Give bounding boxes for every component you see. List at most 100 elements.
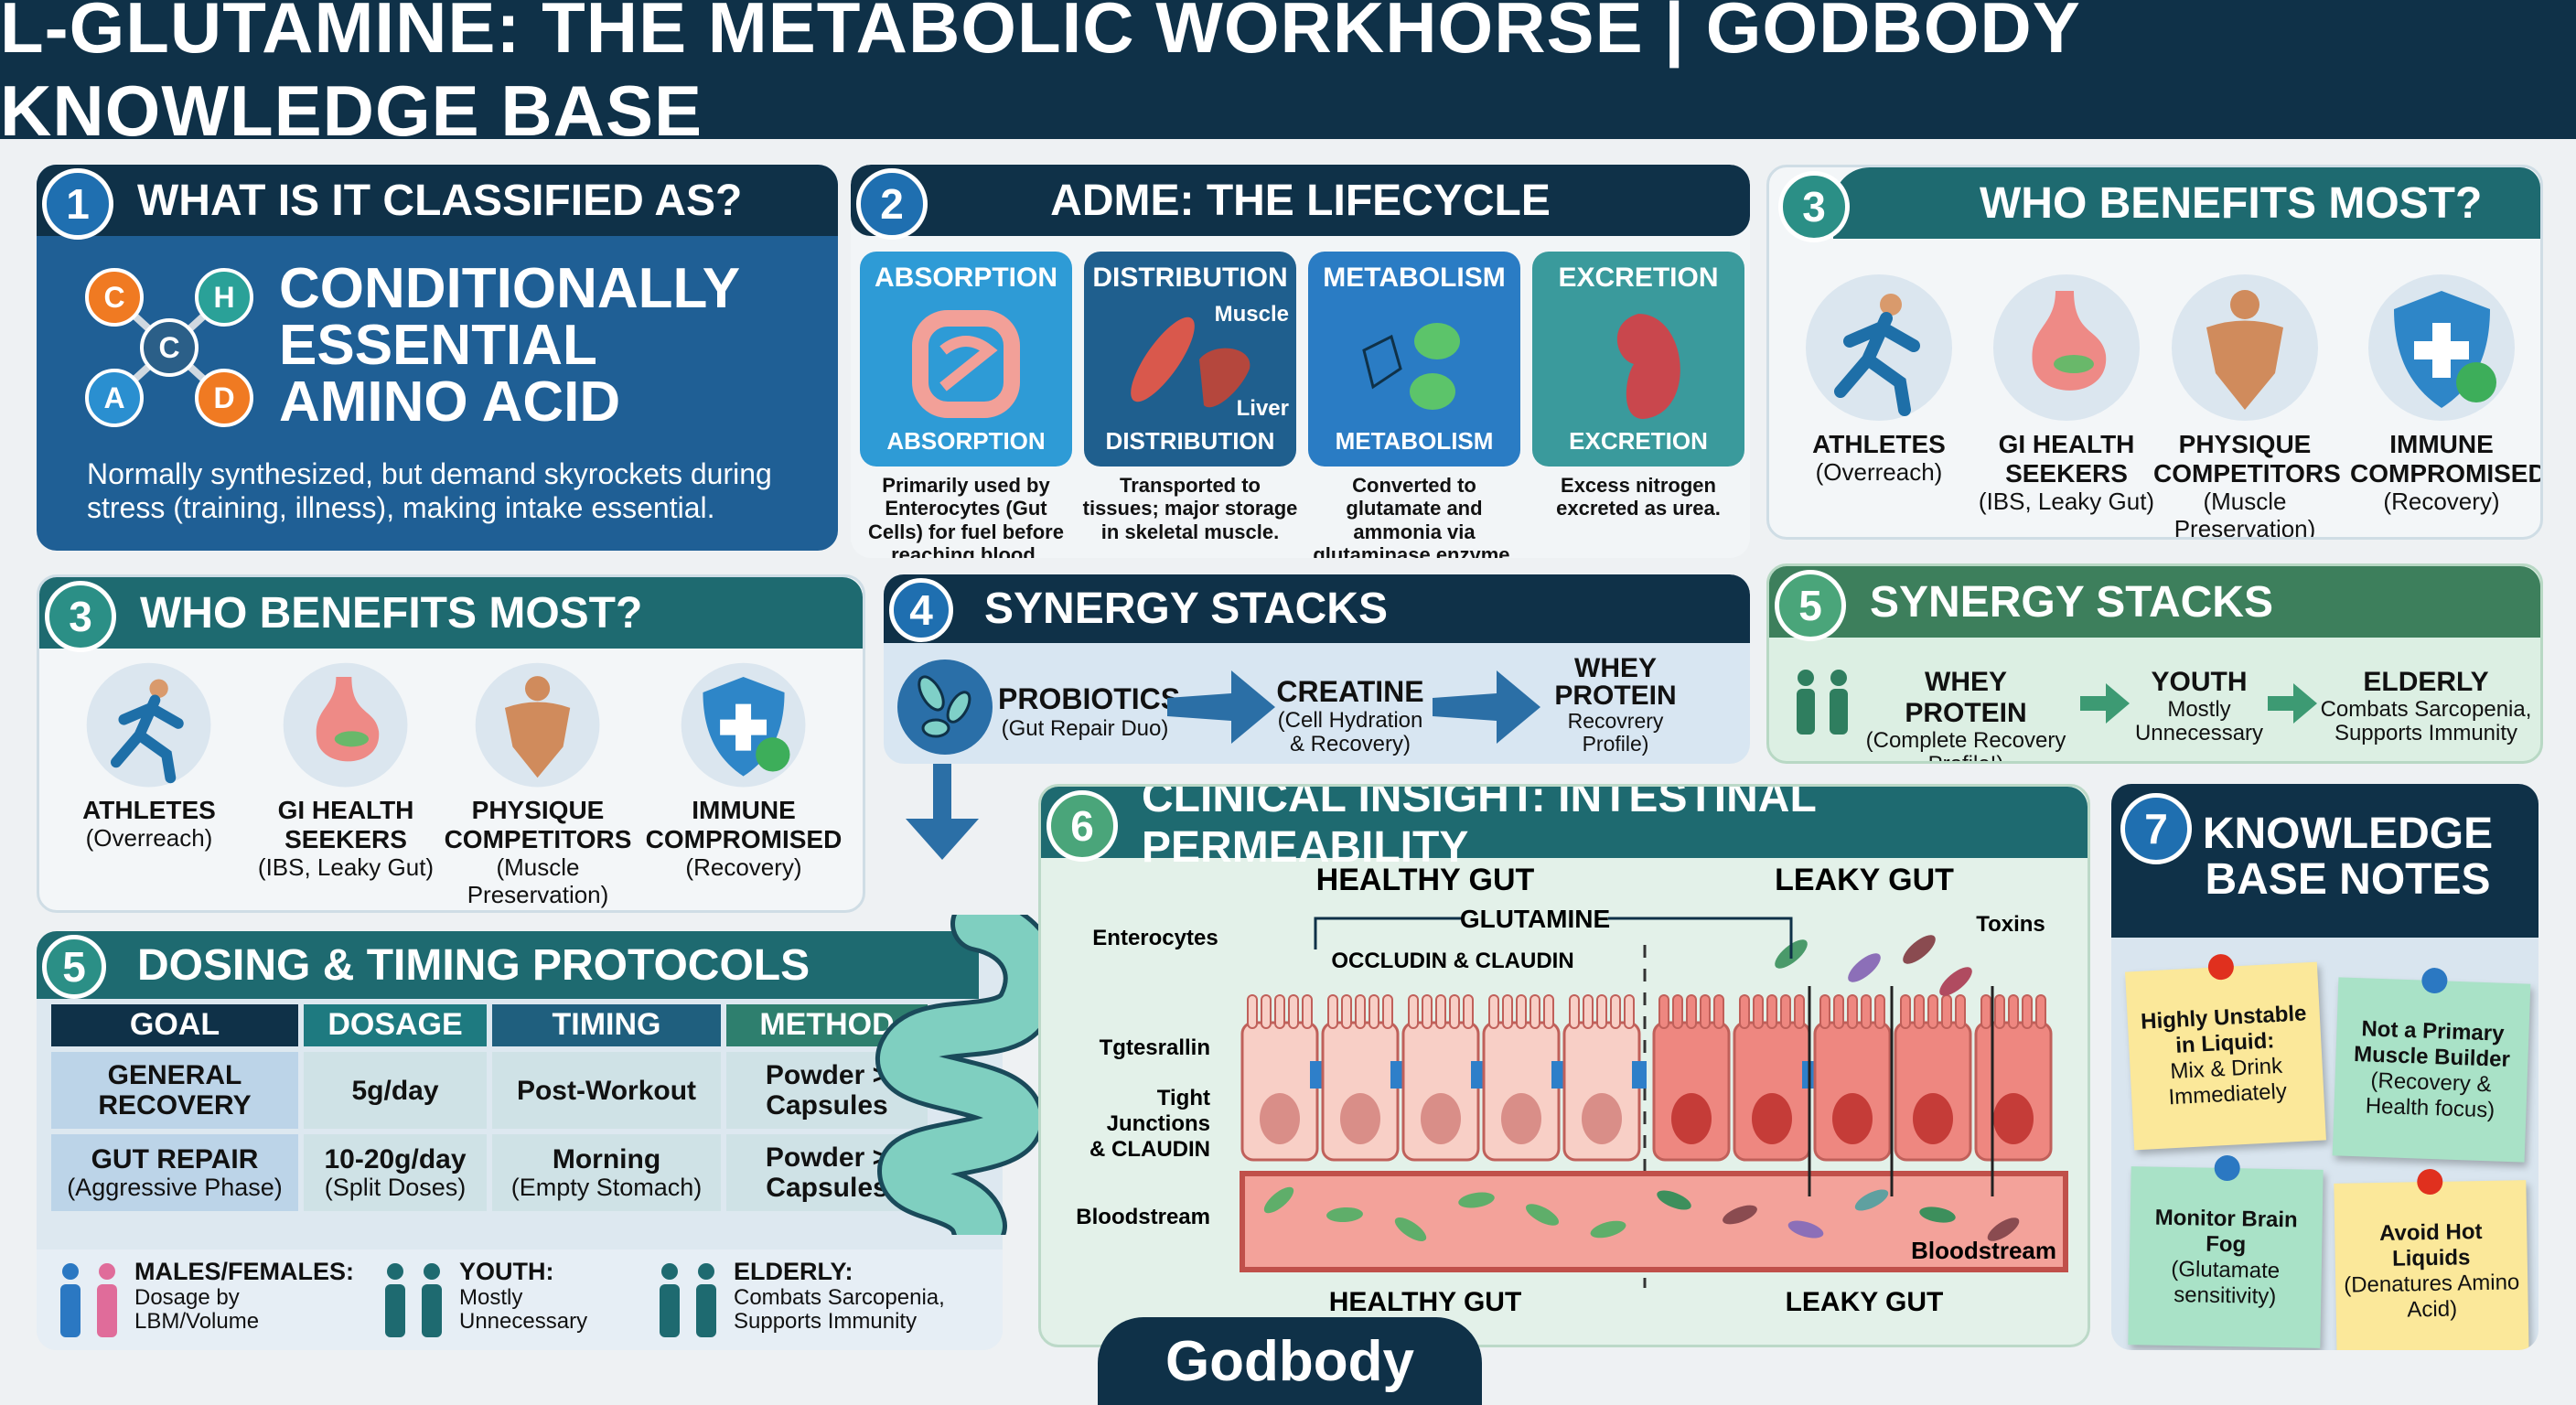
section-number: 5	[42, 935, 106, 999]
benefit-desc: (Muscle Preservation)	[467, 853, 609, 909]
atom-label: A	[103, 381, 124, 414]
benefit-desc: (Overreach)	[85, 824, 213, 853]
benefit-gi-health-seekers: GI HEALTH SEEKERS(IBS, Leaky Gut)	[245, 661, 446, 882]
cell-main: GENERAL RECOVERY	[98, 1060, 252, 1121]
bacteria-icon	[1394, 1217, 1427, 1242]
table-cell: GUT REPAIR(Aggressive Phase)	[51, 1134, 298, 1211]
section-number: 6	[1046, 790, 1118, 862]
cell-sub: (Empty Stomach)	[510, 1173, 703, 1201]
demographic-name: ELDERLY:	[734, 1258, 853, 1285]
cell-sub: (Split Doses)	[324, 1173, 467, 1201]
elderly-icon	[660, 1263, 716, 1337]
adme-stage-absorption: ABSORPTION ABSORPTION	[860, 252, 1072, 467]
note-heading: Avoid Hot Liquids	[2378, 1218, 2483, 1271]
headline-line: CONDITIONALLY	[279, 257, 741, 320]
clinical-panel: 6 CLINICAL INSIGHT: INTESTINAL PERMEABILI…	[1038, 784, 2090, 1347]
tight-junction-icon	[1632, 1061, 1647, 1089]
benefit-name: PHYSIQUE COMPETITORS	[444, 795, 632, 854]
tight-junction-icon	[1310, 1061, 1325, 1089]
stack-desc: Combats Sarcopenia, Supports Immunity	[2320, 697, 2532, 746]
section-title: WHO BENEFITS MOST?	[140, 588, 643, 638]
enterocyte-cell	[1733, 994, 1811, 1162]
benefit-name: IMMUNE COMPROMISED	[645, 795, 843, 854]
note-heading: Monitor Brain Fog	[2154, 1205, 2298, 1257]
stage-description: Converted to glutamate and ammonia via g…	[1313, 474, 1516, 558]
table-cell: 5g/day	[304, 1052, 487, 1129]
demographic-name: MALES/FEMALES:	[134, 1258, 354, 1285]
cell-sub: (Aggressive Phase)	[67, 1173, 283, 1201]
godbody-logo: Godbody	[1098, 1317, 1482, 1405]
atom-label: D	[213, 381, 234, 414]
bloodstream-label: Bloodstream	[1076, 1205, 1210, 1229]
stack-desc: Recovrery Profile)	[1567, 709, 1664, 756]
tight-junction-icon	[1551, 1061, 1566, 1089]
molecule-enzyme-icon	[1362, 323, 1460, 410]
cell-main: Post-Workout	[516, 1075, 697, 1106]
stage-title: METABOLISM	[1323, 263, 1506, 293]
arrow-down-icon	[906, 764, 979, 860]
stack-name: YOUTH	[2151, 667, 2248, 697]
classification-description: Normally synthesized, but demand skyrock…	[87, 457, 772, 524]
toxin-icon	[1939, 967, 1972, 996]
stack-desc: (Complete Recovery Profile!)	[1865, 728, 2066, 761]
headline-line: ESSENTIAL	[279, 314, 597, 377]
enterocyte-cell	[1974, 994, 2053, 1162]
table-cell: GENERAL RECOVERY	[51, 1052, 298, 1129]
stomach-icon	[283, 662, 408, 788]
stage-title: DISTRIBUTION	[1092, 263, 1288, 293]
section-number: 2	[856, 168, 928, 240]
leaky-gut-caption: LEAKY GUT	[1786, 1287, 1944, 1317]
stage-title: ABSORPTION	[874, 263, 1057, 293]
stack-name: WHEY PROTEIN	[1554, 653, 1677, 711]
atom-label: H	[213, 281, 234, 314]
benefit-name: ATHLETES	[82, 795, 216, 824]
section-number: 4	[889, 578, 953, 642]
tgtesrallin-label: Tgtesrallin	[1100, 1035, 1210, 1060]
enterocyte-cell	[1562, 994, 1641, 1162]
benefit-desc: (IBS, Leaky Gut)	[257, 853, 435, 882]
cell-main: 5g/day	[351, 1075, 439, 1106]
bacteria-icon	[1657, 1190, 1691, 1210]
benefit-physique-competitors: PHYSIQUE COMPETITORS(Muscle Preservation…	[437, 661, 639, 909]
enterocyte-cell	[1240, 994, 1319, 1162]
cell-main: Morning	[552, 1143, 661, 1174]
arrow-right-icon	[1167, 670, 1275, 744]
note-text: (Recovery & Health focus)	[2365, 1067, 2496, 1122]
table-cell: 10-20g/day(Split Doses)	[304, 1134, 487, 1211]
pushpin-icon	[2417, 1168, 2443, 1196]
stack-name: ELDERLY	[2363, 667, 2489, 697]
pushpin-icon	[2207, 953, 2235, 981]
stack-desc: (Gut Repair Duo)	[1001, 716, 1169, 741]
runner-icon	[1805, 274, 1952, 421]
stage-caption: DISTRIBUTION	[1105, 427, 1275, 455]
section-number: 5	[1775, 570, 1846, 641]
cell-main: 10-20g/day	[324, 1143, 467, 1174]
section-title: WHO BENEFITS MOST?	[1980, 178, 2483, 228]
healthy-gut-title: HEALTHY GUT	[1316, 863, 1535, 897]
bacteria-icon	[1458, 1192, 1495, 1208]
demographic-desc: Dosage by LBM/Volume	[134, 1284, 260, 1335]
stage-caption: ABSORPTION	[886, 427, 1046, 455]
stack-name: CREATINE	[1276, 675, 1424, 708]
shield-icon	[681, 662, 806, 788]
stage-caption: EXCRETION	[1569, 427, 1708, 455]
section-title: CLINICAL INSIGHT: INTESTINAL PERMEABILIT…	[1142, 784, 1816, 872]
bacteria-icon	[1525, 1204, 1560, 1226]
leaky-gut-title: LEAKY GUT	[1775, 863, 1954, 897]
note-heading: Not a Primary Muscle Builder	[2353, 1015, 2511, 1072]
section-title: SYNERGY STACKS	[984, 585, 1388, 633]
tight-junction-icon	[1471, 1061, 1486, 1089]
demographic-desc: Mostly Unnecessary	[459, 1284, 588, 1335]
benefit-desc: (Recovery)	[685, 853, 802, 882]
atom-label: C	[103, 281, 124, 314]
male-female-icon	[60, 1263, 117, 1337]
